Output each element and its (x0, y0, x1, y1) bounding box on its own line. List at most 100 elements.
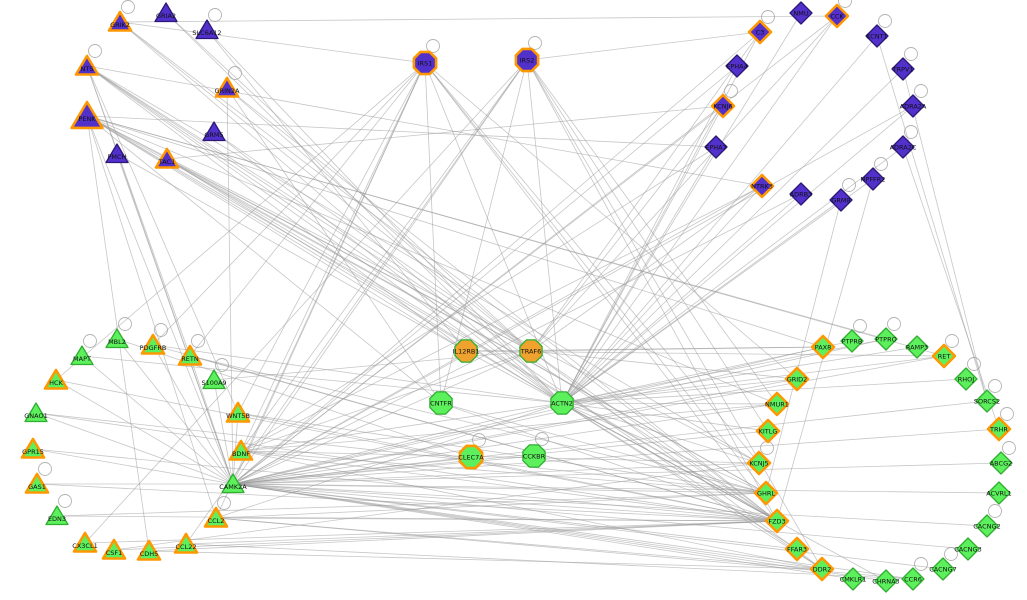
node-C3[interactable]: C3 (747, 19, 773, 45)
node-NPFFR2[interactable]: NPFFR2 (861, 167, 886, 191)
node-MAPT[interactable]: MAPT (70, 345, 94, 366)
node-FZD3[interactable]: FZD3 (764, 508, 790, 534)
triangle-node-shape (43, 368, 69, 390)
node-ACTN2[interactable]: ACTN2 (550, 391, 574, 415)
node-PENK[interactable]: PENK (70, 100, 104, 130)
edge (526, 59, 778, 405)
node-SLC6A12[interactable]: SLC6A12 (192, 19, 222, 40)
node-RET[interactable]: RET (931, 343, 957, 369)
self-loop-edge (988, 504, 1002, 518)
self-loop-edge (904, 125, 918, 139)
edge (232, 483, 798, 550)
node-NTS[interactable]: NTS (74, 54, 100, 76)
node-CHRNA3[interactable]: CHRNA3 (872, 569, 900, 593)
edge (526, 59, 823, 570)
diamond-node-shape (764, 391, 790, 417)
node-GRIA2[interactable]: GRIA2 (154, 2, 178, 23)
node-KITLG[interactable]: KITLG (755, 418, 781, 444)
self-loop-edge (853, 319, 867, 333)
node-HCK[interactable]: HCK (43, 368, 69, 390)
node-CCK[interactable]: CCK (824, 3, 850, 29)
self-loop-edge (38, 462, 52, 476)
edge (81, 355, 234, 485)
node-IRS1[interactable]: IRS1 (412, 50, 438, 76)
edge (35, 412, 234, 485)
edge (206, 29, 467, 352)
edge (440, 402, 767, 494)
node-EDN3[interactable]: EDN3 (45, 505, 69, 526)
edge (113, 520, 778, 551)
node-CACNG3[interactable]: CACNG3 (954, 537, 982, 561)
edge (116, 153, 234, 485)
edge (237, 62, 426, 414)
node-GRM5[interactable]: GRM5 (202, 121, 226, 142)
edge (185, 59, 528, 545)
node-RAMP3[interactable]: RAMP3 (905, 335, 929, 359)
self-loop-edge (761, 10, 775, 24)
diamond-node-shape (704, 135, 728, 159)
node-PTPRB[interactable]: PTPRB (840, 329, 864, 353)
node-NMU[interactable]: NMU (789, 1, 813, 25)
edge (215, 492, 767, 519)
node-RHOJ[interactable]: RHOJ (954, 367, 978, 391)
node-TRHR[interactable]: TRHR (986, 416, 1012, 442)
edge (116, 338, 472, 458)
node-NMUR1[interactable]: NMUR1 (764, 391, 790, 417)
triangle-node-shape (70, 100, 104, 130)
edge (561, 105, 724, 404)
node-GNAO1[interactable]: GNAO1 (24, 402, 48, 423)
edge (232, 483, 823, 570)
edge (530, 185, 763, 352)
diamond-node-shape (824, 3, 850, 29)
node-GRIN2A[interactable]: GRIN2A (215, 76, 240, 98)
node-CACNG7[interactable]: CACNG7 (929, 557, 957, 581)
edge (902, 146, 1000, 430)
node-CX3CL1[interactable]: CX3CL1 (72, 531, 98, 553)
edge (86, 115, 945, 357)
node-GAS1[interactable]: GAS1 (24, 472, 50, 494)
node-WNT5B[interactable]: WNT5B (225, 401, 251, 423)
node-ACVRL1[interactable]: ACVRL1 (986, 481, 1012, 505)
edge (240, 403, 778, 452)
self-loop-edge (914, 84, 928, 98)
node-MBL2[interactable]: MBL2 (105, 328, 129, 349)
edge (232, 483, 988, 527)
node-ABCG2[interactable]: ABCG2 (989, 451, 1013, 475)
node-IRS2[interactable]: IRS2 (514, 47, 540, 73)
edge (226, 87, 778, 522)
edge (166, 105, 724, 160)
node-SORCS2[interactable]: SORCS2 (974, 389, 1000, 413)
triangle-node-shape (136, 539, 162, 561)
node-KCNJ5[interactable]: KCNJ5 (746, 450, 772, 476)
octagon-node-shape (454, 339, 478, 363)
edge (165, 12, 532, 352)
node-PTPRO[interactable]: PTPRO (874, 327, 898, 351)
node-PDGFRB[interactable]: PDGFRB (140, 333, 167, 355)
edge (213, 131, 563, 404)
node-CACNG2[interactable]: CACNG2 (973, 514, 1001, 538)
node-DDR2[interactable]: DDR2 (809, 556, 835, 582)
node-IL12RB1[interactable]: IL12RB1 (453, 339, 480, 363)
edge (561, 402, 778, 405)
edge (86, 65, 760, 464)
edge (530, 350, 778, 522)
self-loop-edge (535, 432, 549, 446)
edge (119, 21, 426, 64)
triangle-node-shape (24, 472, 50, 494)
node-KCNT1[interactable]: KCNT1 (865, 24, 889, 48)
edge (561, 31, 761, 404)
node-ADRB3[interactable]: ADRB3 (789, 182, 813, 206)
node-NTRK3[interactable]: NTRK3 (749, 173, 775, 199)
node-GPR15[interactable]: GPR15 (20, 437, 46, 459)
node-CCKBR[interactable]: CCKBR (522, 444, 546, 468)
node-CCR6[interactable]: CCR6 (901, 567, 925, 591)
node-CLEC7A[interactable]: CLEC7A (458, 444, 484, 470)
node-CNTFR[interactable]: CNTFR (429, 391, 453, 415)
node-CCL22[interactable]: CCL22 (173, 532, 199, 554)
diamond-node-shape (901, 94, 925, 118)
node-GRIK2[interactable]: GRIK2 (107, 10, 133, 32)
node-TRAF6[interactable]: TRAF6 (519, 339, 543, 363)
node-GRID2[interactable]: GRID2 (784, 366, 810, 392)
node-CMKLR1[interactable]: CMKLR1 (840, 567, 867, 591)
